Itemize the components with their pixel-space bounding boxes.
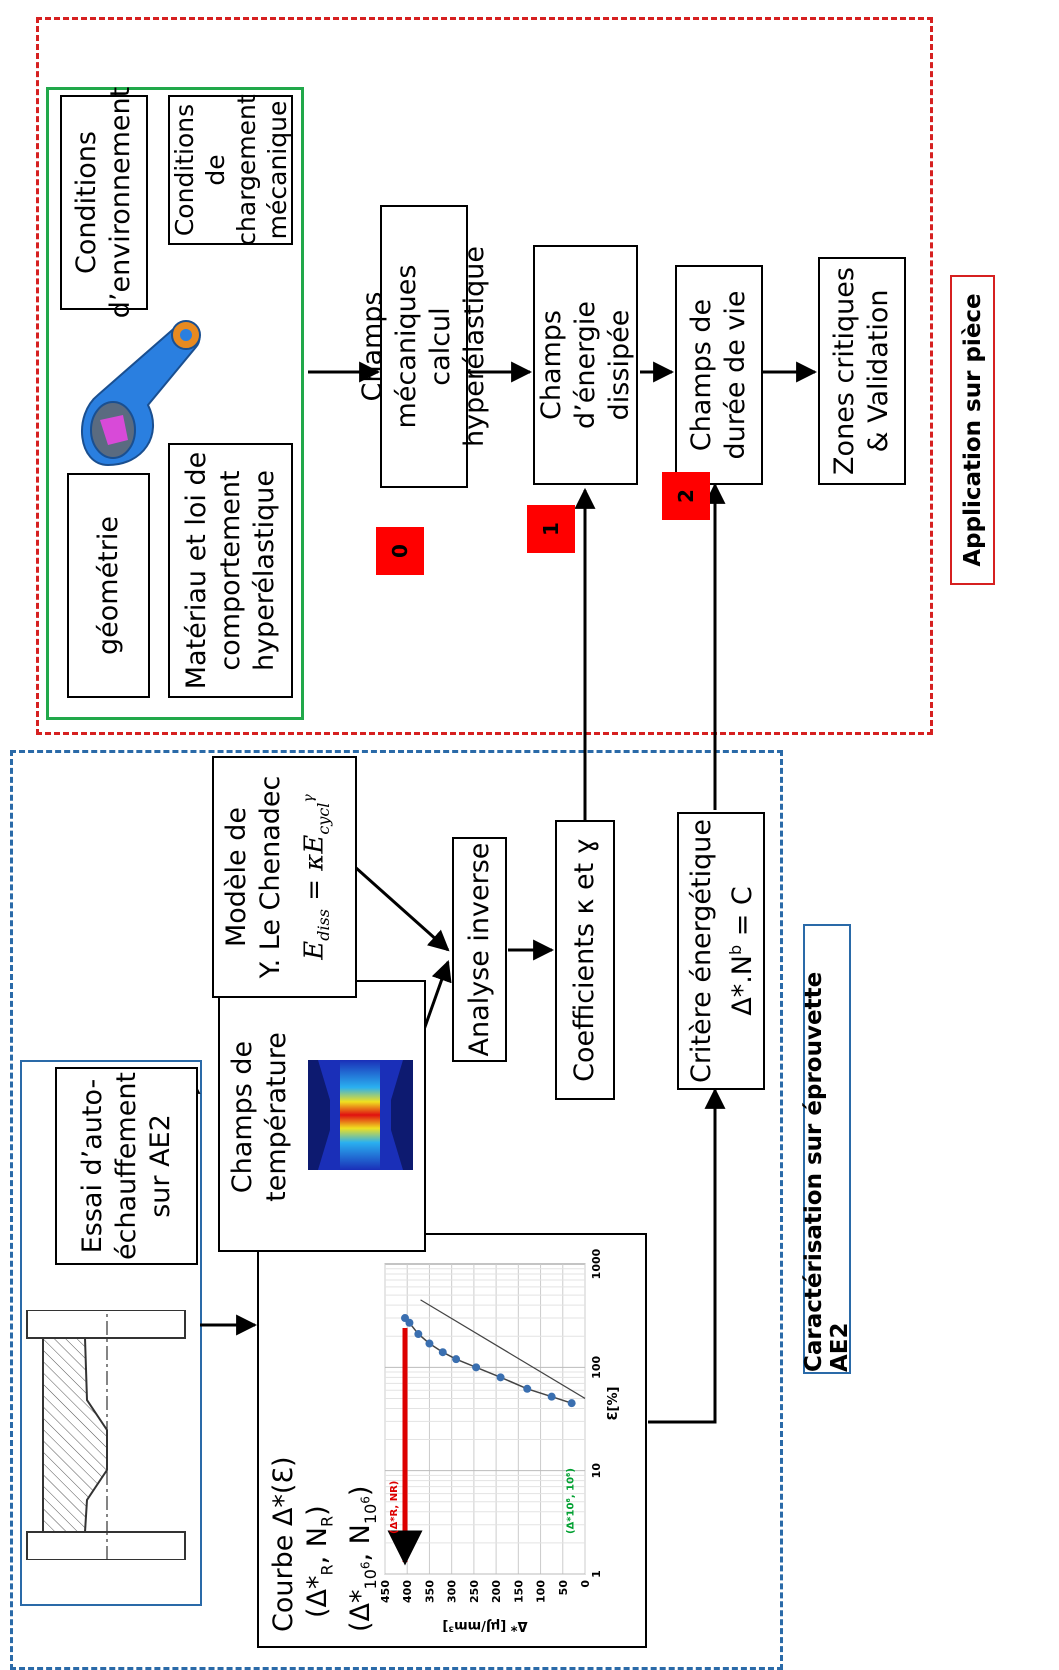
- temperature-field-image: [308, 1060, 413, 1170]
- champs-mecaniques-box: Champs mécaniques calcul hyperélastique: [357, 205, 490, 488]
- x-tick-label: 10: [590, 1463, 603, 1479]
- champs-duree-box: Champs de durée de vie: [675, 265, 763, 485]
- badge-1: 1: [527, 505, 575, 553]
- arrow-courbe-critere: [648, 1087, 726, 1424]
- conditions-environnement-label: Conditions d’environnement: [71, 86, 136, 319]
- y-tick-label: 0: [579, 1580, 592, 1588]
- conditions-chargement-label: Conditions de chargement mécanique: [169, 94, 292, 246]
- annotation-endurance: (Δ*10⁶, 10⁶): [566, 1468, 577, 1534]
- champs-energie-label: Champs d’énergie dissipée: [535, 301, 635, 429]
- materiau-label: Matériau et loi de comportement hyperéla…: [180, 451, 280, 690]
- modele-line1: Modèle de: [221, 807, 252, 948]
- conditions-chargement-box: Conditions de chargement mécanique: [168, 94, 293, 246]
- zones-box: Zones critiques & Validation: [818, 257, 906, 485]
- zones-label: Zones critiques & Validation: [829, 267, 894, 475]
- x-tick-label: 100: [590, 1356, 603, 1379]
- data-point: [414, 1330, 423, 1339]
- materiau-box: Matériau et loi de comportement hyperéla…: [168, 443, 293, 698]
- title-specimen: Caractérisation sur éprouvette AE2: [801, 924, 853, 1374]
- geometrie-label: géométrie: [92, 516, 124, 655]
- y-tick-label: 100: [535, 1580, 548, 1603]
- specimen-drawing: [26, 1310, 186, 1560]
- data-point: [438, 1348, 447, 1357]
- courbe-title: Courbe Δ*(Ɛ) (Δ*R, NR) (Δ*106, N106): [268, 1456, 380, 1632]
- x-tick-label: 1000: [590, 1248, 603, 1279]
- y-tick-label: 400: [401, 1580, 414, 1603]
- courbe-box: Courbe Δ*(Ɛ) (Δ*R, NR) (Δ*106, N106) 0 50…: [257, 1233, 647, 1648]
- x-axis-label: Ɛ[%]: [606, 1387, 621, 1421]
- data-point: [472, 1363, 481, 1372]
- geometrie-box: géométrie: [67, 473, 150, 698]
- analyse-label: Analyse inverse: [463, 842, 495, 1057]
- critere-line2: Δ*.Nb = C: [726, 886, 758, 1016]
- coefficients-box: Coefficients κ et ɣ: [555, 820, 615, 1100]
- y-tick-label: 250: [468, 1580, 481, 1603]
- annotation-rupture: (Δ*R, NR): [389, 1481, 400, 1534]
- modele-line2: Y. Le Chenadec: [255, 775, 286, 979]
- badge-2: 2: [662, 472, 710, 520]
- x-tick-label: 1: [590, 1570, 603, 1578]
- y-tick-label: 50: [557, 1580, 570, 1596]
- data-point: [452, 1355, 461, 1364]
- modele-formula: Ediss = κEcyclγ: [299, 794, 333, 960]
- data-point: [547, 1392, 556, 1401]
- essai-label: Essai d’auto- échauffement sur AE2: [76, 1071, 176, 1261]
- data-point: [425, 1339, 434, 1348]
- y-tick-label: 200: [490, 1580, 503, 1603]
- critere-box: Critère énergétique Δ*.Nb = C: [677, 812, 765, 1090]
- y-tick-label: 150: [512, 1580, 525, 1603]
- plot-area: [384, 1263, 586, 1575]
- champs-mecaniques-label: Champs mécaniques calcul hyperélastique: [357, 245, 490, 448]
- fit-line-linear: [420, 1299, 586, 1399]
- modele-box: Modèle de Y. Le Chenadec Ediss = κEcyclγ: [212, 756, 357, 998]
- y-tick-label: 350: [423, 1580, 436, 1603]
- y-tick-label: 300: [446, 1580, 459, 1603]
- champs-energie-box: Champs d’énergie dissipée: [533, 245, 638, 485]
- y-axis-label: Δ* [μJ/mm³]: [442, 1618, 527, 1633]
- champs-duree-label: Champs de durée de vie: [686, 290, 751, 460]
- title-part: Application sur pièce: [950, 275, 995, 585]
- y-tick-label: 450: [379, 1580, 392, 1603]
- coefficients-label: Coefficients κ et ɣ: [569, 838, 600, 1082]
- essai-box: Essai d’auto- échauffement sur AE2: [55, 1067, 198, 1265]
- courbe-chart: 0 50 100 150 200 250 300 350 400 450 1 10 100 1000Ɛ[%…: [379, 1248, 621, 1633]
- part-image: [81, 320, 201, 467]
- critere-line1: Critère énergétique: [686, 819, 717, 1084]
- arrow-modele-analyse: [354, 865, 450, 952]
- badge-0: 0: [376, 527, 424, 575]
- data-point: [567, 1399, 576, 1408]
- data-point: [523, 1384, 532, 1393]
- temperature-label: Champs de température: [227, 1032, 292, 1202]
- conditions-environnement-box: Conditions d’environnement: [60, 87, 148, 318]
- analyse-box: Analyse inverse: [452, 837, 507, 1062]
- data-point: [496, 1373, 505, 1382]
- temperature-box: Champs de température: [218, 980, 426, 1252]
- data-point: [405, 1318, 414, 1327]
